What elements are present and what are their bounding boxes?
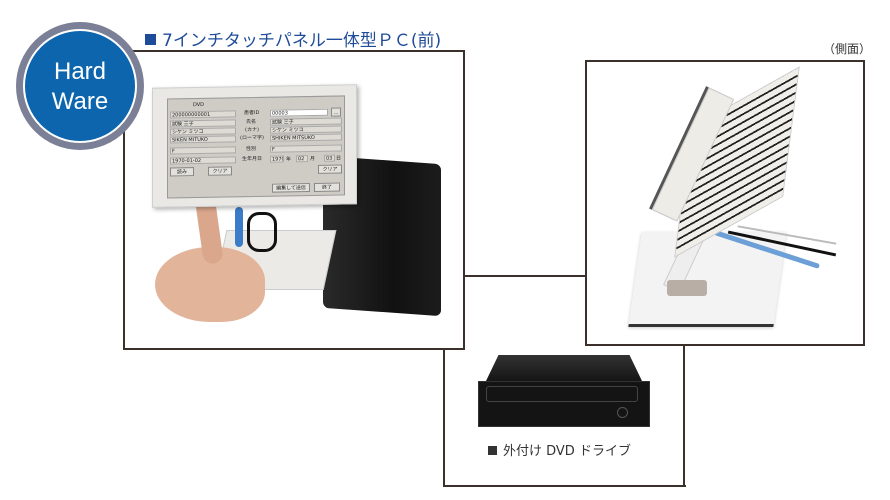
screen-read-button: 読み	[170, 167, 194, 177]
side-view-frame	[585, 60, 865, 346]
screen-label: 患者ID	[244, 109, 260, 117]
hinge-image	[667, 280, 707, 296]
screen-label: 月	[310, 155, 316, 163]
section-title: 7インチタッチパネル一体型ＰＣ(前)	[145, 26, 441, 51]
screen-field: SIKEN MITUKO	[170, 135, 236, 144]
screen-clear-button: クリア	[208, 166, 232, 176]
connector-line	[443, 485, 686, 487]
screen-field: 03	[324, 154, 335, 162]
screen-label: 氏名	[246, 118, 257, 126]
screen-field: 02	[296, 155, 308, 163]
screen-label: (カナ)	[245, 126, 259, 134]
cable-image	[247, 212, 277, 252]
screen-label: 日	[336, 155, 342, 162]
screen-field: 試験 三子	[270, 117, 342, 126]
screen-field: F	[170, 146, 236, 155]
screen-edit-send-button: 編集して送信	[272, 183, 310, 193]
connector-line	[464, 275, 586, 277]
hardware-badge-inner: Hard Ware	[23, 29, 137, 143]
screen-field: 1970	[270, 155, 284, 163]
square-bullet-icon	[488, 446, 497, 455]
badge-line1: Hard	[53, 58, 107, 85]
screen-header: DVD	[193, 101, 205, 109]
panel-screen: DVD 200000000001 試験 三子 シケン ミツコ SIKEN MIT…	[167, 95, 345, 199]
dvd-drive-image	[478, 355, 650, 427]
side-view-label: （側面）	[823, 42, 872, 56]
screen-field: シケン ミツコ	[170, 127, 236, 136]
screen-label: 年	[286, 156, 292, 163]
hardware-badge: Hard Ware	[16, 22, 144, 150]
screen-label: 性別	[246, 145, 257, 153]
screen-label: (ローマ字)	[240, 134, 264, 142]
screen-field: 試験 三子	[170, 119, 236, 128]
screen-field: F	[270, 144, 342, 153]
screen-clear-button: クリア	[318, 164, 342, 174]
screen-exit-button: 終了	[314, 182, 340, 192]
dvd-caption-text: 外付け DVD ドライブ	[503, 444, 631, 459]
dvd-drive-front	[478, 381, 650, 427]
screen-field: 00003	[270, 108, 328, 117]
cable-image	[235, 207, 243, 247]
eject-button-icon	[617, 407, 628, 418]
screen-label: 生年月日	[242, 155, 263, 163]
dvd-tray	[486, 386, 638, 402]
screen-field: 1970-01-02	[170, 156, 236, 165]
square-bullet-icon	[145, 34, 156, 45]
screen-field: 200000000001	[170, 110, 236, 119]
dvd-drive-top	[486, 355, 642, 381]
dvd-caption: 外付け DVD ドライブ	[488, 440, 631, 459]
touch-panel-image: DVD 200000000001 試験 三子 シケン ミツコ SIKEN MIT…	[152, 84, 357, 208]
badge-line2: Ware	[51, 88, 109, 115]
connector-line	[443, 349, 445, 487]
screen-field: SHIKEN MITSUKO	[270, 133, 342, 142]
screen-field: シケン ミツコ	[270, 125, 342, 134]
screen-browse-button: ...	[331, 107, 341, 117]
connector-line	[683, 345, 685, 487]
section-title-text: 7インチタッチパネル一体型ＰＣ(前)	[162, 31, 442, 51]
